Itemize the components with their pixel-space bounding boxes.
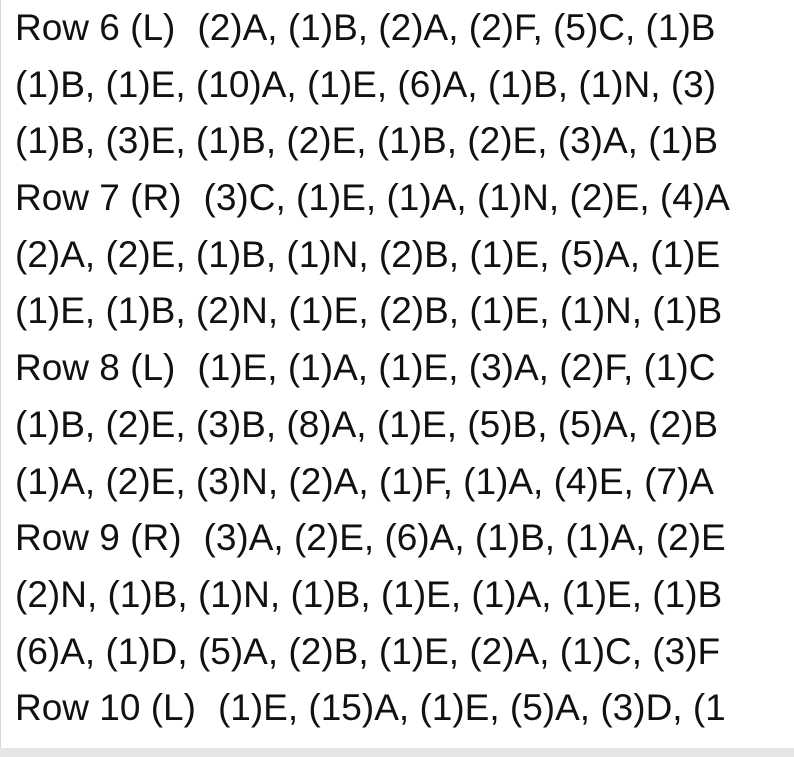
row-stitches: (3)C, (1)E, (1)A, (1)N, (2)E, (4)A [203, 177, 730, 219]
row-stitches: (6)A, (1)D, (5)A, (2)B, (1)E, (2)A, (1)C… [15, 630, 721, 672]
pattern-line: (1)B, (3)E, (1)B, (2)E, (1)B, (2)E, (3)A… [15, 113, 794, 170]
pattern-line-row-7: Row 7 (R) (3)C, (1)E, (1)A, (1)N, (2)E, (… [15, 170, 794, 227]
row-stitches: (1)E, (1)B, (2)N, (1)E, (2)B, (1)E, (1)N… [15, 290, 723, 332]
row-label: Row 6 (L) [15, 7, 176, 48]
pattern-line: (1)E, (1)B, (2)N, (1)E, (2)B, (1)E, (1)N… [15, 283, 794, 340]
pattern-line: (6)A, (1)D, (5)A, (2)B, (1)E, (2)A, (1)C… [15, 624, 794, 681]
row-stitches: (2)A, (1)B, (2)A, (2)F, (5)C, (1)B [197, 7, 716, 48]
row-stitches: (1)A, (2)E, (3)N, (2)A, (1)F, (1)A, (4)E… [15, 460, 714, 502]
pattern-line: (1)B, (2)E, (3)B, (8)A, (1)E, (5)B, (5)A… [15, 397, 794, 454]
row-label: Row 9 (R) [15, 517, 182, 559]
row-stitches: (1)B, (2)E, (3)B, (8)A, (1)E, (5)B, (5)A… [15, 403, 719, 445]
row-stitches: (1)E, (15)A, (1)E, (5)A, (3)D, (1 [217, 687, 726, 729]
pattern-line-row-9: Row 9 (R) (3)A, (2)E, (6)A, (1)B, (1)A, (… [15, 510, 794, 567]
row-stitches: (2)N, (1)B, (1)N, (1)B, (1)E, (1)A, (1)E… [15, 573, 723, 615]
row-stitches: (1)B, (3)E, (1)B, (2)E, (1)B, (2)E, (3)A… [15, 120, 719, 162]
row-stitches: (1)B, (1)E, (10)A, (1)E, (6)A, (1)B, (1)… [15, 63, 717, 105]
bottom-edge [0, 748, 794, 757]
row-stitches: (3)A, (2)E, (6)A, (1)B, (1)A, (2)E [203, 517, 726, 559]
pattern-line: (1)A, (2)E, (3)N, (2)A, (1)F, (1)A, (4)E… [15, 454, 794, 511]
pattern-line-row-10: Row 10 (L) (1)E, (15)A, (1)E, (5)A, (3)D,… [15, 680, 794, 737]
pattern-line: (2)A, (2)E, (1)B, (1)N, (2)B, (1)E, (5)A… [15, 227, 794, 284]
pattern-line: (2)N, (1)B, (1)N, (1)B, (1)E, (1)A, (1)E… [15, 567, 794, 624]
pattern-line-row-8: Row 8 (L) (1)E, (1)A, (1)E, (3)A, (2)F, (… [15, 340, 794, 397]
row-stitches: (2)A, (2)E, (1)B, (1)N, (2)B, (1)E, (5)A… [15, 233, 721, 275]
pattern-line: (1)B, (1)E, (10)A, (1)E, (6)A, (1)B, (1)… [15, 57, 794, 114]
row-stitches: (1)E, (1)A, (1)E, (3)A, (2)F, (1)C [197, 347, 716, 389]
pattern-text: Row 6 (L) (2)A, (1)B, (2)A, (2)F, (5)C, (… [15, 0, 794, 737]
row-label: Row 10 (L) [15, 687, 196, 729]
pattern-line-row-6: Row 6 (L) (2)A, (1)B, (2)A, (2)F, (5)C, (… [15, 0, 794, 57]
row-label: Row 8 (L) [15, 347, 176, 389]
row-label: Row 7 (R) [15, 177, 182, 219]
